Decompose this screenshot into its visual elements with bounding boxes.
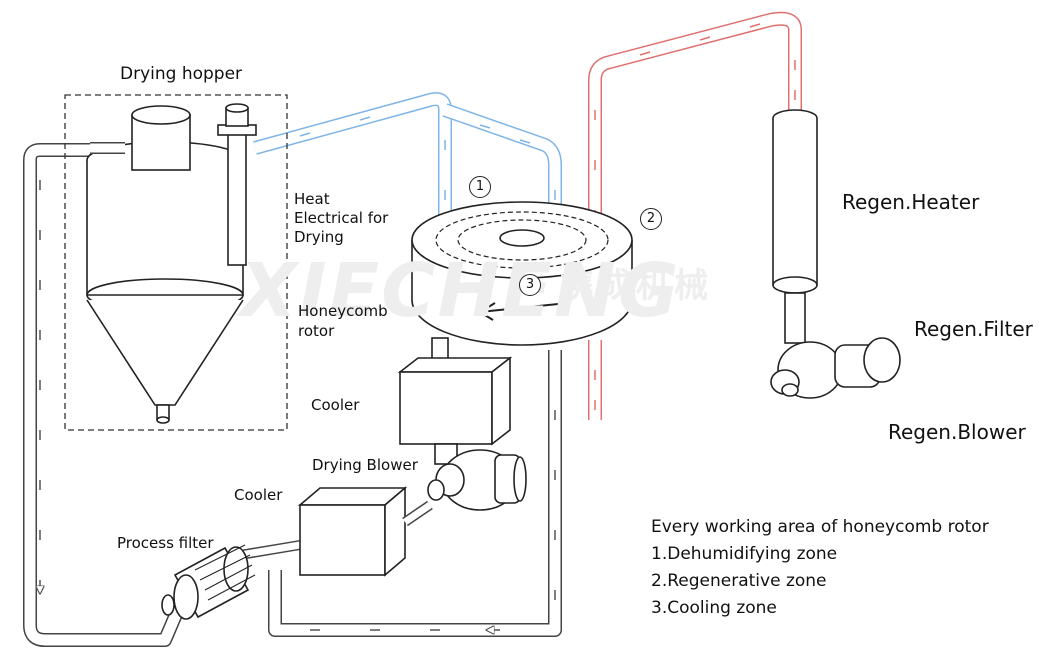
- label-cooler-upper: Cooler: [311, 396, 360, 414]
- zone-item-1: 1.Dehumidifying zone: [651, 544, 837, 564]
- drying-hopper: [64, 94, 288, 431]
- label-regen-filter: Regen.Filter: [914, 317, 1033, 341]
- zone-num: 1.: [651, 544, 668, 564]
- label-drying-blower: Drying Blower: [312, 456, 418, 474]
- zone-label: Cooling zone: [667, 598, 777, 618]
- label-regen-heater: Regen.Heater: [842, 190, 980, 214]
- watermark-cn: 携成机械: [560, 266, 712, 306]
- label-process-filter: Process filter: [117, 534, 214, 552]
- label-heat: Heat: [294, 190, 330, 208]
- dry-air-duct: [253, 92, 562, 245]
- zone-label: Regenerative zone: [667, 571, 827, 591]
- zone-num: 2.: [651, 571, 668, 591]
- process-air-duct: [23, 143, 562, 647]
- label-drying: Drying: [294, 228, 344, 246]
- label-regen-blower: Regen.Blower: [888, 420, 1026, 444]
- label-rotor: rotor: [298, 322, 335, 340]
- zone-item-2: 2.Regenerative zone: [651, 571, 827, 591]
- marker-zone-3: 3: [519, 274, 541, 296]
- regen-air-duct: [588, 11, 802, 420]
- cooler-lower: [297, 486, 433, 577]
- zone-item-3: 3.Cooling zone: [651, 598, 777, 618]
- process-filter: [161, 544, 256, 620]
- label-electrical-for: Electrical for: [294, 209, 389, 227]
- label-cooler-lower: Cooler: [234, 486, 283, 504]
- zone-num: 3.: [651, 598, 668, 618]
- zones-title: Every working area of honeycomb rotor: [651, 517, 989, 537]
- marker-zone-2: 2: [640, 208, 662, 230]
- zone-label: Dehumidifying zone: [667, 544, 838, 564]
- watermark-text: XIECHENG: [240, 248, 681, 334]
- drying-blower: [427, 443, 527, 511]
- regen-heater: [772, 109, 818, 344]
- label-honeycomb: Honeycomb: [298, 302, 388, 320]
- cooler-upper: [397, 356, 513, 446]
- label-drying-hopper: Drying hopper: [120, 64, 243, 84]
- marker-zone-1: 1: [469, 176, 491, 198]
- regen-blower: [770, 337, 901, 399]
